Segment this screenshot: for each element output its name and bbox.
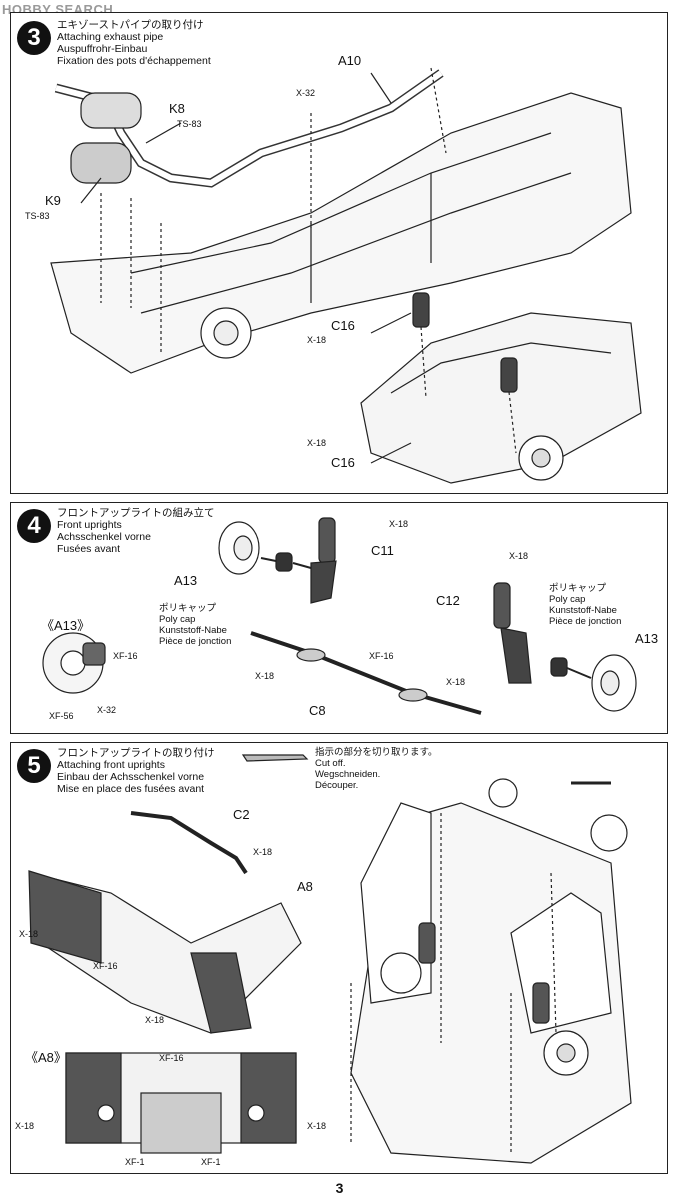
step-5-title: フロントアップライトの取り付け Attaching front uprights… <box>57 747 215 795</box>
step-3-title: エキゾーストパイプの取り付け Attaching exhaust pipe Au… <box>57 19 211 67</box>
polycap-note-right: ポリキャップ Poly cap Kunststoff-Nabe Pièce de… <box>549 583 621 627</box>
paint-label-xf16-a: XF-16 <box>113 651 138 661</box>
step-5-title-fr: Mise en place des fusées avant <box>57 783 205 795</box>
part-label-k8: K8 <box>169 101 185 116</box>
screw-label-x18-a: X-18 <box>307 335 327 345</box>
part-label-k9: K9 <box>45 193 61 208</box>
step-3-title-de: Auspuffrohr-Einbau <box>57 43 148 55</box>
step-4-title: フロントアップライトの組み立て Front uprights Achsschen… <box>57 507 215 555</box>
part-label-a13-b: A13 <box>635 631 659 646</box>
paint-label-ts83-a: TS-83 <box>177 119 202 129</box>
step-4-title-fr: Fusées avant <box>57 543 121 555</box>
part-label-c16-b: C16 <box>331 455 355 470</box>
polycap-right-ja: ポリキャップ <box>549 583 607 594</box>
step-4-number: 4 <box>17 509 51 543</box>
step-4-title-en: Front uprights <box>57 519 122 531</box>
step-3-number: 3 <box>17 21 51 55</box>
paint-label-ts83-b: TS-83 <box>25 211 50 221</box>
screw-label-x18-d: X-18 <box>15 1121 35 1131</box>
cut-off-de: Wegschneiden. <box>315 769 381 780</box>
polycap-left-fr: Pièce de jonction <box>159 636 232 647</box>
cut-off-en: Cut off. <box>315 758 346 769</box>
step-3-illustration <box>50 67 642 484</box>
step-5-title-ja: フロントアップライトの取り付け <box>57 747 215 759</box>
polycap-note-left: ポリキャップ Poly cap Kunststoff-Nabe Pièce de… <box>159 603 231 647</box>
step-4-title-ja: フロントアップライトの組み立て <box>57 507 215 519</box>
screw-label-x18-a: X-18 <box>253 847 273 857</box>
paint-label-xf1-b: XF-1 <box>201 1157 221 1167</box>
page-number: 3 <box>335 1180 344 1196</box>
part-label-c11: C11 <box>371 543 394 558</box>
screw-label-x18-a: X-18 <box>389 519 409 529</box>
detail-label-a13: 《A13》 <box>41 618 91 633</box>
screw-label-x32: X-32 <box>296 88 316 98</box>
screw-label-x18-c: X-18 <box>145 1015 165 1025</box>
screw-label-x18-e: X-18 <box>307 1121 327 1131</box>
screw-label-x18-d: X-18 <box>446 677 466 687</box>
step-5-illustration <box>28 754 632 1164</box>
paint-label-xf16-b: XF-16 <box>159 1053 184 1063</box>
step-3-panel: 3 エキゾーストパイプの取り付け Attaching exhaust pipe … <box>10 12 668 494</box>
paint-label-xf56: XF-56 <box>49 711 74 721</box>
detail-label-a8: 《A8》 <box>25 1050 67 1065</box>
polycap-right-fr: Pièce de jonction <box>549 616 622 627</box>
paint-label-xf1-a: XF-1 <box>125 1157 145 1167</box>
step-4-panel: 4 フロントアップライトの組み立て Front uprights Achssch… <box>10 502 668 734</box>
part-label-a10: A10 <box>338 53 362 68</box>
paint-label-x32: X-32 <box>97 705 117 715</box>
screw-label-x18-c: X-18 <box>255 671 275 681</box>
part-label-a8: A8 <box>297 879 313 894</box>
paint-label-xf16: XF-16 <box>93 961 118 971</box>
step-3-title-ja: エキゾーストパイプの取り付け <box>57 19 204 31</box>
polycap-left-de: Kunststoff-Nabe <box>159 625 227 636</box>
step-5-number: 5 <box>17 749 51 783</box>
polycap-right-en: Poly cap <box>549 594 586 605</box>
screw-label-x18-b: X-18 <box>19 929 39 939</box>
cut-off-note: 指示の部分を切り取ります。 Cut off. Wegschneiden. Déc… <box>315 747 438 791</box>
step-5-panel: 5 フロントアップライトの取り付け Attaching front uprigh… <box>10 742 668 1174</box>
part-label-a13-a: A13 <box>174 573 198 588</box>
step-4-title-de: Achsschenkel vorne <box>57 531 151 543</box>
cut-off-ja: 指示の部分を切り取ります。 <box>315 747 438 758</box>
part-label-c12: C12 <box>436 593 460 608</box>
screw-label-x18-b: X-18 <box>509 551 529 561</box>
cut-off-fr: Découper. <box>315 780 359 791</box>
paint-label-xf16-b: XF-16 <box>369 651 394 661</box>
step-5-title-de: Einbau der Achsschenkel vorne <box>57 771 205 783</box>
step-3-title-fr: Fixation des pots d'échappement <box>57 55 211 67</box>
screw-label-x18-b: X-18 <box>307 438 327 448</box>
polycap-right-de: Kunststoff-Nabe <box>549 605 617 616</box>
polycap-left-en: Poly cap <box>159 614 196 625</box>
part-label-c8: C8 <box>309 703 326 718</box>
polycap-left-ja: ポリキャップ <box>159 603 217 614</box>
step-5-title-en: Attaching front uprights <box>57 759 165 771</box>
part-label-c2: C2 <box>233 807 250 822</box>
step-3-title-en: Attaching exhaust pipe <box>57 31 164 43</box>
step-4-illustration <box>42 517 637 715</box>
part-label-c16-a: C16 <box>331 318 355 333</box>
